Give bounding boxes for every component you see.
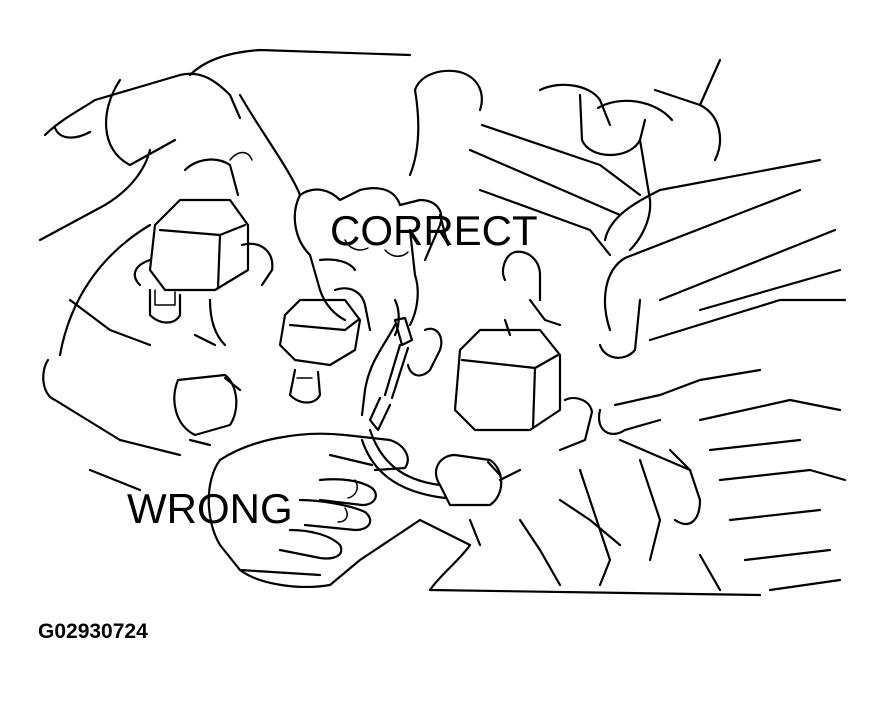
- wire-harness: [360, 428, 447, 500]
- correct-label: CORRECT: [330, 207, 538, 254]
- left-connector: [173, 373, 242, 447]
- figure-id: G02930724: [38, 620, 148, 643]
- wrong-label: WRONG: [127, 485, 293, 532]
- right-ignition-coil: [453, 250, 594, 452]
- wrong-hand: [207, 432, 472, 588]
- correct-hand: [238, 88, 450, 377]
- left-ignition-coil: [133, 151, 274, 347]
- lower-engine-block: [88, 438, 762, 597]
- right-connector: [434, 453, 522, 507]
- engine-housing: [38, 48, 722, 442]
- middle-ignition-coil: [278, 298, 362, 404]
- tester-probe-wire: [360, 316, 414, 432]
- right-side-hoses: [578, 158, 847, 592]
